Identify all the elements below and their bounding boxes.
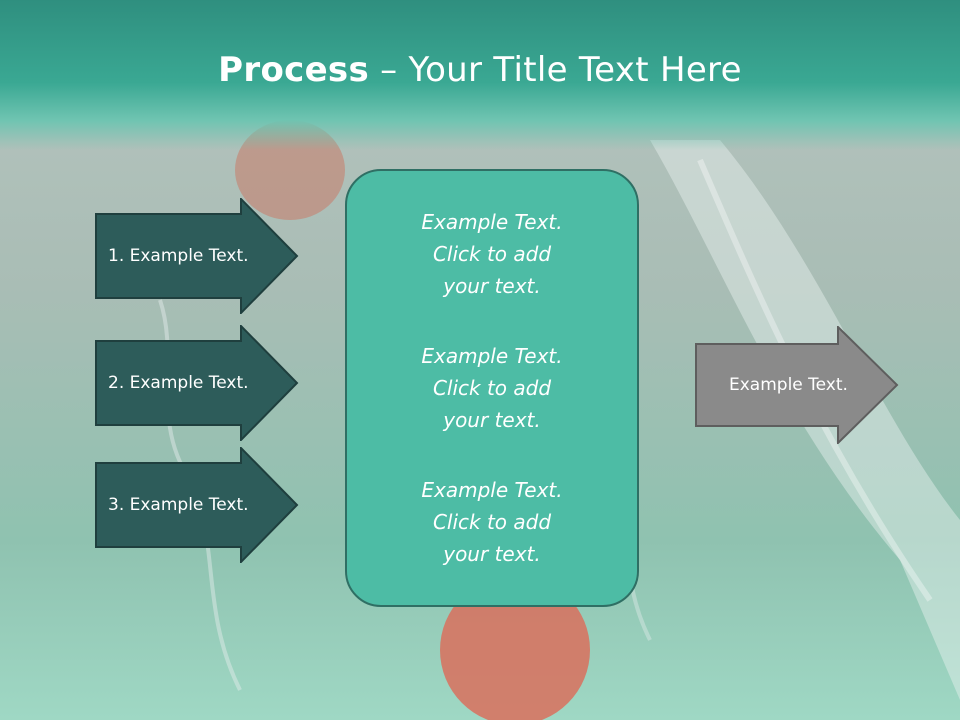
center-text-box[interactable]: Example Text. Click to add your text. Ex… — [345, 169, 639, 607]
center-paragraph-2: Example Text. Click to add your text. — [421, 344, 563, 432]
right-arrow-label: Example Text. — [729, 375, 848, 395]
slide-title: Process – Your Title Text Here — [0, 50, 960, 90]
left-arrow-2[interactable]: 2. Example Text. — [95, 325, 299, 441]
center-paragraph-1: Example Text. Click to add your text. — [421, 210, 563, 298]
left-arrow-1[interactable]: 1. Example Text. — [95, 198, 299, 314]
right-arrow[interactable]: Example Text. — [695, 326, 899, 444]
left-arrow-3-label: 3. Example Text. — [108, 495, 249, 515]
title-bold: Process — [218, 50, 370, 90]
title-rest: – Your Title Text Here — [369, 50, 742, 90]
center-paragraph-3: Example Text. Click to add your text. — [421, 478, 563, 566]
title-bar — [0, 0, 960, 150]
left-arrow-3[interactable]: 3. Example Text. — [95, 447, 299, 563]
left-arrow-2-label: 2. Example Text. — [108, 373, 249, 393]
left-arrow-1-label: 1. Example Text. — [108, 246, 249, 266]
